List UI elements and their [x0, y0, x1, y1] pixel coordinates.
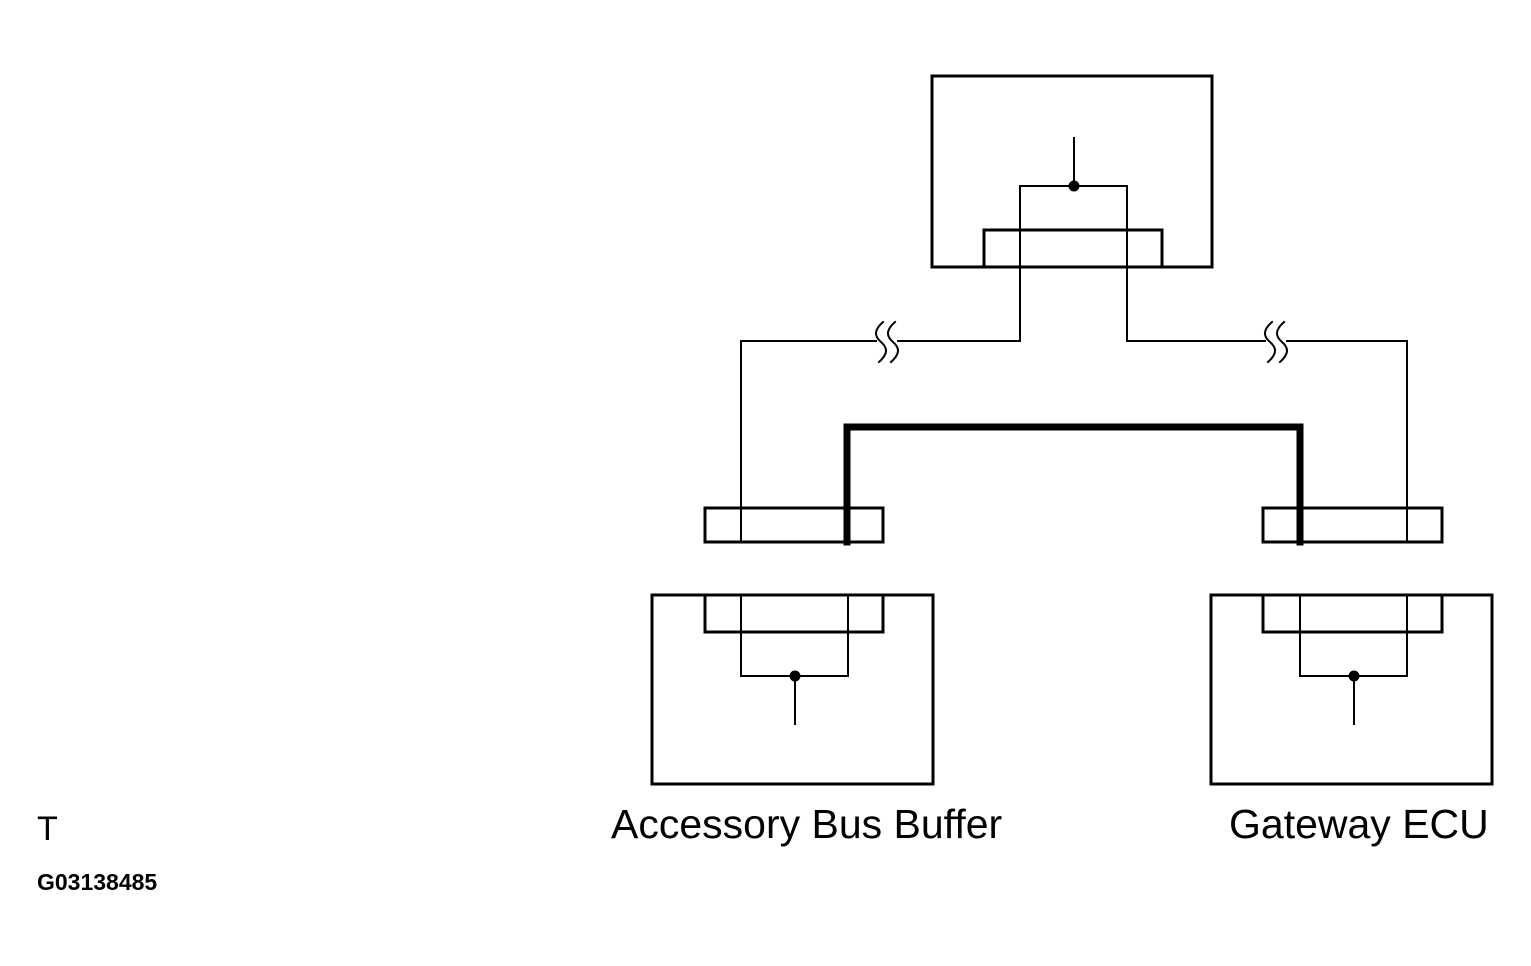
wire-left-branch [740, 266, 1021, 543]
right-ecu [1209, 593, 1494, 786]
bus-line-bold [843, 423, 1304, 546]
right-ecu-label: Gateway ECU [1229, 801, 1489, 847]
top-unit-body [930, 74, 1214, 269]
wire-break-symbol-right [1264, 320, 1288, 364]
left-ecu-junction-dot [789, 670, 801, 682]
right-inline-connector [1261, 506, 1444, 544]
wire-right-branch [1126, 266, 1408, 543]
figure-code: G03138485 [37, 869, 158, 895]
left-ecu-body [650, 593, 935, 786]
top-unit-internal-wire [1019, 185, 1128, 268]
right-ecu-junction-dot [1348, 670, 1360, 682]
top-unit-connector [982, 228, 1164, 269]
left-ecu [650, 593, 935, 786]
left-ecu-internal-wire [740, 594, 849, 677]
left-ecu-label: Accessory Bus Buffer [611, 801, 1003, 847]
right-ecu-connector [1261, 593, 1444, 634]
top-unit [930, 74, 1214, 269]
top-unit-junction-dot [1068, 180, 1080, 192]
wire-break-symbol-left [875, 320, 899, 364]
left-ecu-connector [703, 593, 885, 634]
right-ecu-internal-wire [1299, 594, 1408, 677]
corner-mark: T [37, 810, 58, 848]
right-ecu-body [1209, 593, 1494, 786]
left-inline-connector [703, 506, 885, 544]
